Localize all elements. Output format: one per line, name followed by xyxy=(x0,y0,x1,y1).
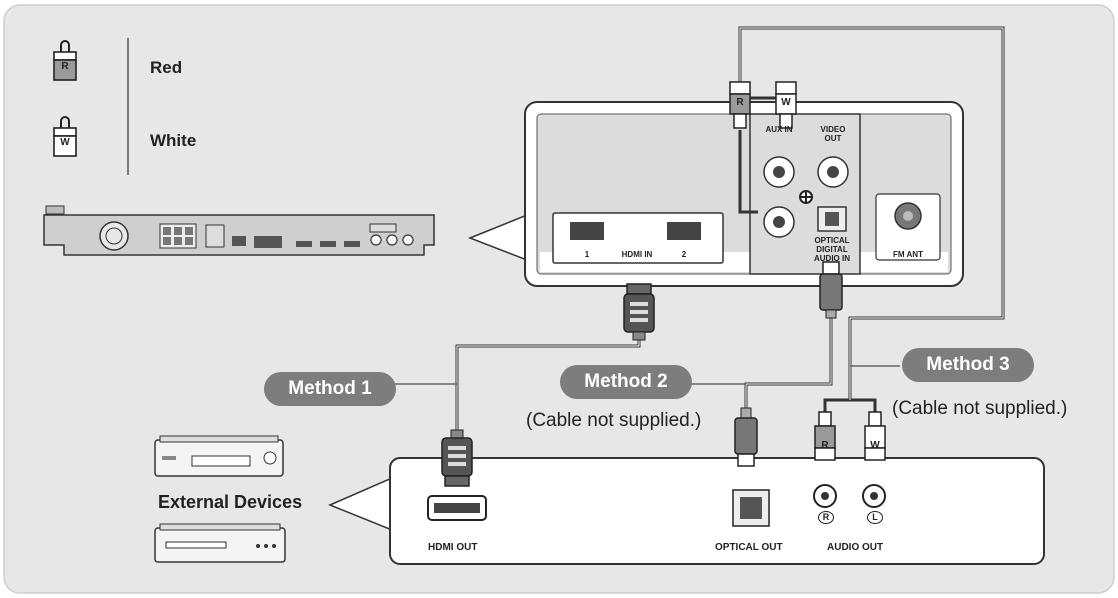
method-2-note: (Cable not supplied.) xyxy=(526,410,702,431)
method-3-badge: Method 3 xyxy=(902,348,1034,382)
audio-plug-red-letter: R xyxy=(821,440,829,451)
dvd-player-device-icon xyxy=(154,523,286,563)
optical-plug-top-icon xyxy=(819,261,843,319)
legend-white-plug-icon xyxy=(53,116,77,157)
home-theater-unit xyxy=(43,205,435,256)
legend-white-letter: W xyxy=(60,137,70,148)
aux-plug-red-letter: R xyxy=(736,97,744,108)
audio-white-plug-icon xyxy=(864,411,886,461)
audio-red-plug-icon xyxy=(814,411,836,461)
rear-panel-zoom xyxy=(467,101,964,287)
hdmi-in-1-label: 1 xyxy=(584,250,590,259)
legend-red-label: Red xyxy=(150,58,183,77)
external-devices-title: External Devices xyxy=(158,492,303,512)
vcr-device-icon xyxy=(154,435,284,477)
fm-ant-label: FM ANT xyxy=(893,250,923,259)
video-out-label: VIDEO OUT xyxy=(820,125,846,143)
legend-white-label: White xyxy=(150,131,197,150)
legend-red-letter: R xyxy=(61,61,69,72)
hdmi-in-2-label: 2 xyxy=(681,250,687,259)
method-3-note: (Cable not supplied.) xyxy=(892,398,1068,419)
hdmi-out-label: HDMI OUT xyxy=(428,542,478,553)
legend-red-plug-icon xyxy=(53,40,77,81)
optical-in-label: OPTICAL DIGITAL AUDIO IN xyxy=(814,236,850,263)
hdmi-plug-top-icon xyxy=(623,283,655,341)
audio-l-marker: L xyxy=(867,511,883,524)
external-device-panel xyxy=(328,457,1045,565)
hdmi-plug-bottom-icon xyxy=(441,429,473,487)
aux-red-plug-icon xyxy=(729,81,751,129)
optical-out-label: OPTICAL OUT xyxy=(715,542,783,553)
aux-plug-white-letter: W xyxy=(781,97,791,108)
aux-white-plug-icon xyxy=(775,81,797,129)
method-1-badge: Method 1 xyxy=(264,372,396,406)
method-2-badge: Method 2 xyxy=(560,365,692,399)
aux-in-label: AUX IN xyxy=(765,125,793,134)
audio-out-label: AUDIO OUT xyxy=(827,542,884,553)
hdmi-in-label: HDMI IN xyxy=(621,250,653,259)
audio-r-marker: R xyxy=(818,511,834,524)
optical-plug-bottom-icon xyxy=(734,407,758,467)
audio-plug-white-letter: W xyxy=(870,440,880,451)
